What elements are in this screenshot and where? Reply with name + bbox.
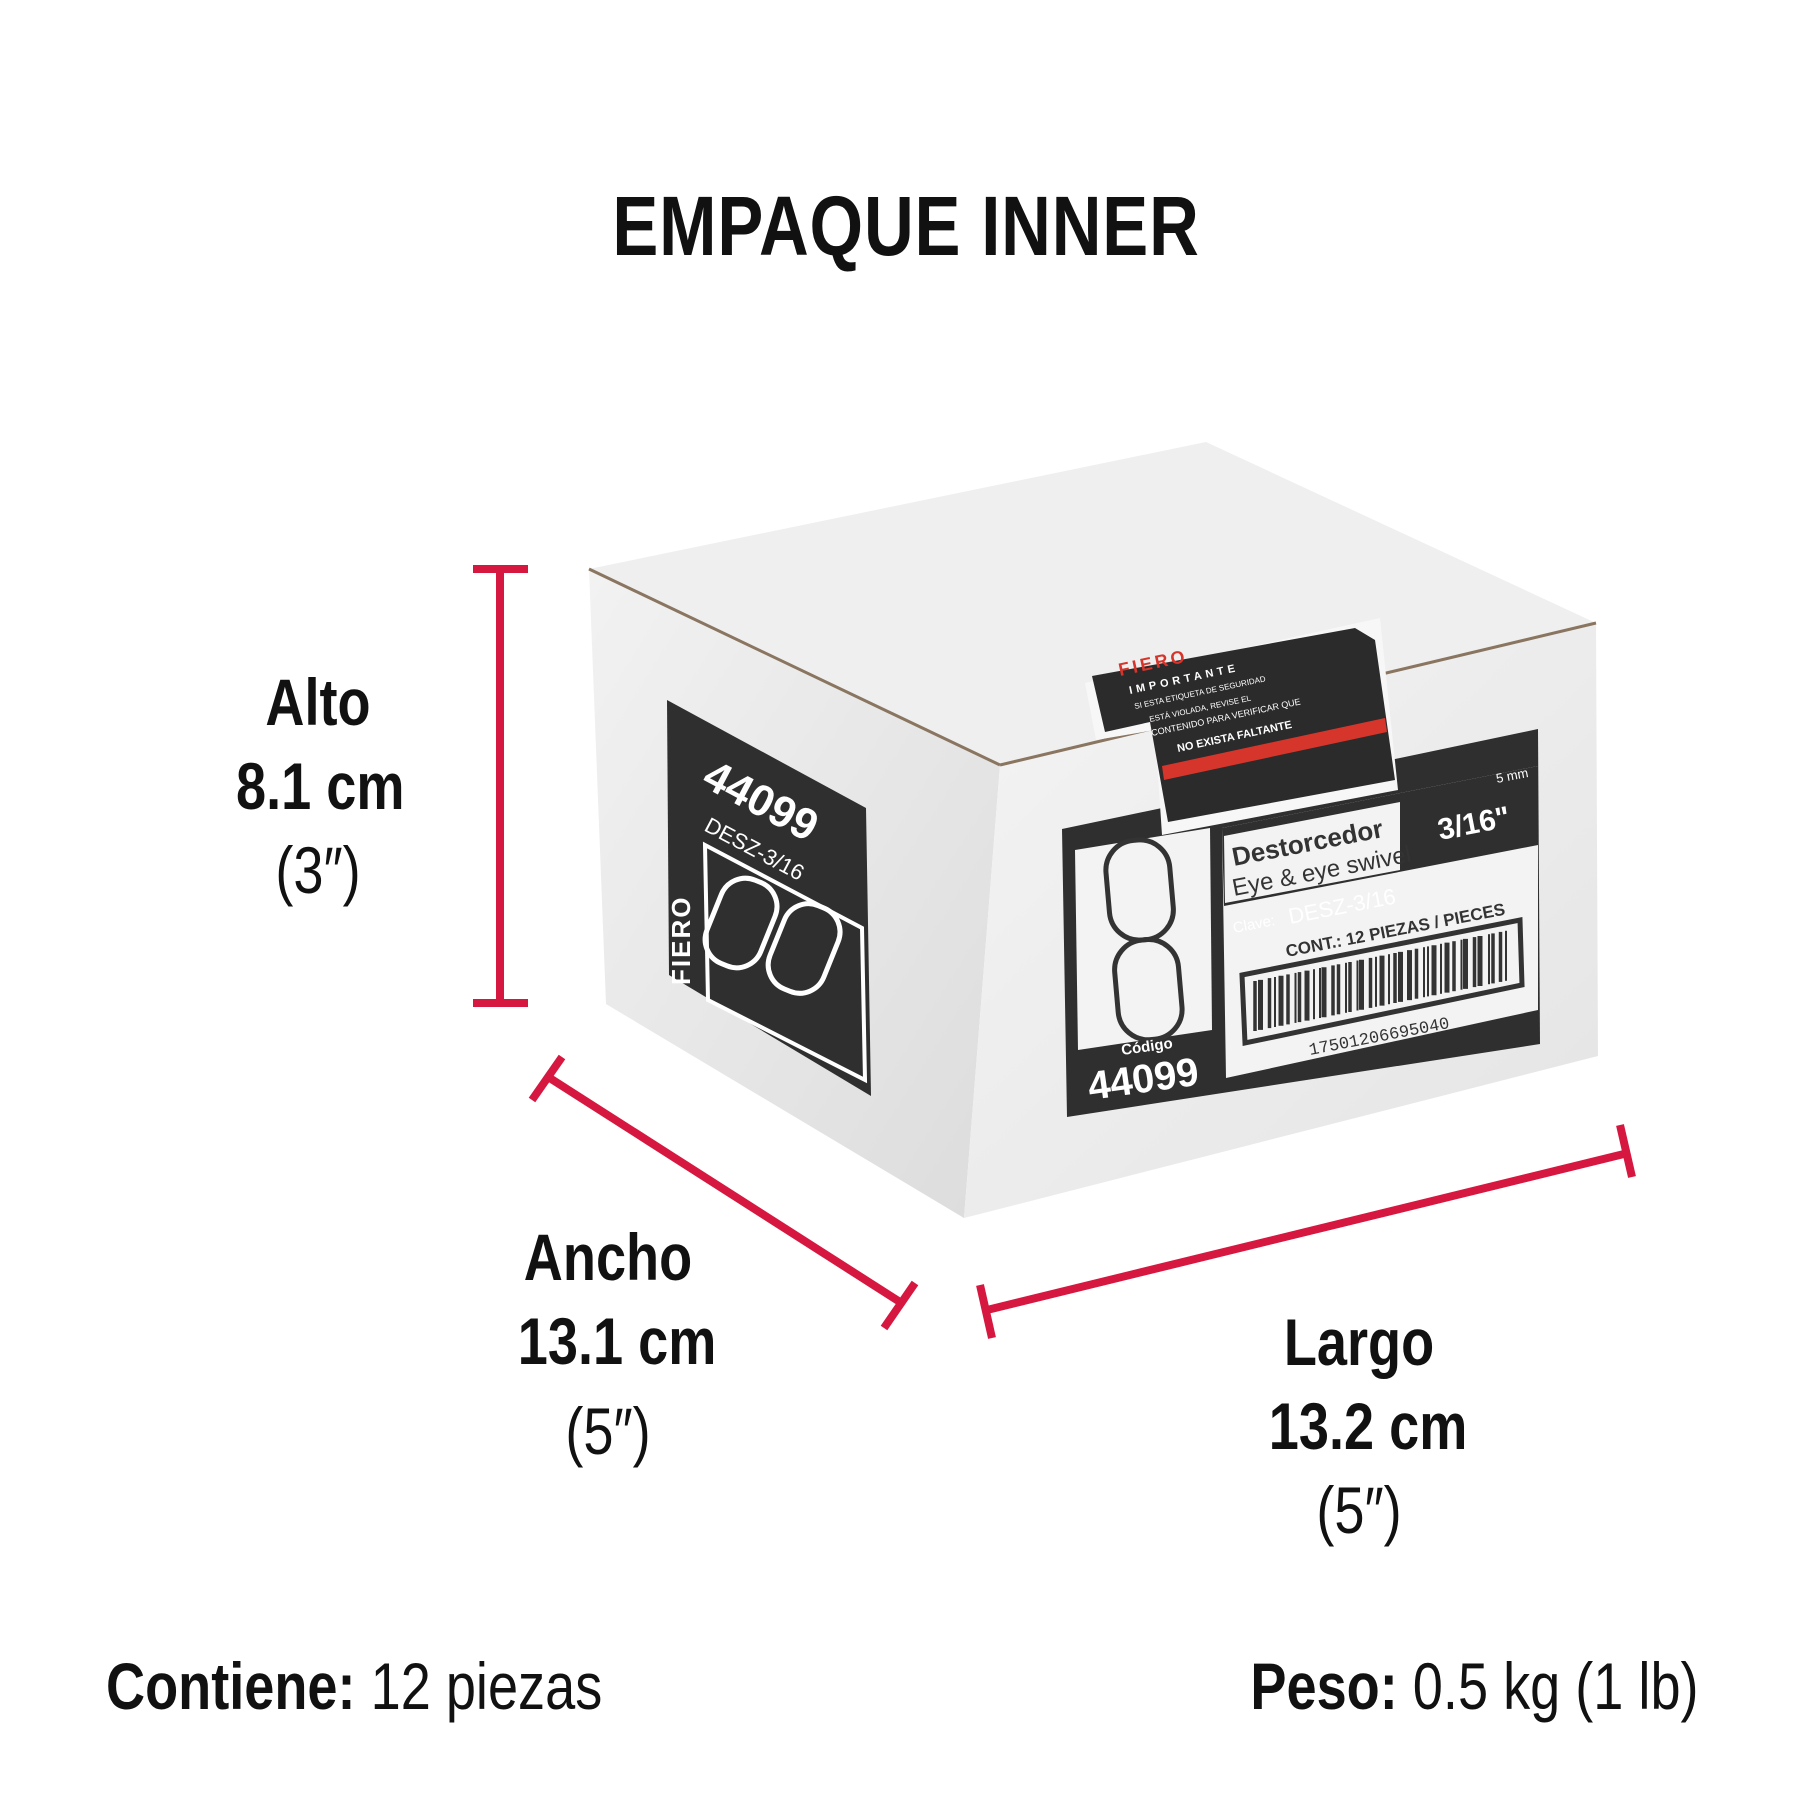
barcode-frame xyxy=(1239,916,1525,1047)
length-dimension-line xyxy=(976,1124,1636,1339)
box-top-face xyxy=(589,442,1596,765)
side-label-panel xyxy=(667,700,871,1096)
width-dimension-line xyxy=(528,1054,919,1331)
swivel-icon xyxy=(1103,837,1185,1043)
page-title: EMPAQUE INNER xyxy=(612,179,1200,273)
contents-label: Contiene: xyxy=(106,1649,356,1723)
height-dimension-line xyxy=(473,565,528,1007)
side-brand-logo: FIERO xyxy=(666,896,696,985)
dimension-label: Ancho xyxy=(523,1220,693,1294)
dimension-metric: 13.2 cm xyxy=(1268,1389,1468,1463)
contents-count: Contiene: 12 piezas xyxy=(106,1648,602,1724)
dimension-imperial: (5″) xyxy=(1316,1473,1402,1547)
size-mm: 5 mm xyxy=(1495,765,1530,786)
height-dimension: Alto 8.1 cm (3″) xyxy=(218,660,418,912)
box-flap-edge xyxy=(588,567,1001,767)
seal-red-stripe xyxy=(1162,718,1387,780)
dimension-imperial: (3″) xyxy=(275,833,361,907)
barcode xyxy=(1253,930,1507,1031)
width-dimension: Ancho 13.1 cm (5″) xyxy=(498,1215,718,1473)
weight-value: 0.5 kg (1 lb) xyxy=(1413,1649,1699,1723)
dimension-label: Alto xyxy=(265,665,371,739)
product-name-area xyxy=(1224,802,1400,903)
dimension-metric: 8.1 cm xyxy=(236,749,405,823)
weight-label: Peso: xyxy=(1250,1649,1399,1723)
length-dimension: Largo 13.2 cm (5″) xyxy=(1249,1300,1469,1552)
weight: Peso: 0.5 kg (1 lb) xyxy=(1251,1648,1699,1724)
contents-value: 12 piezas xyxy=(370,1649,603,1723)
dimension-label: Largo xyxy=(1283,1305,1435,1379)
dimension-metric: 13.1 cm xyxy=(517,1304,717,1378)
dimension-imperial: (5″) xyxy=(565,1394,651,1468)
swivel-icon xyxy=(702,875,843,996)
